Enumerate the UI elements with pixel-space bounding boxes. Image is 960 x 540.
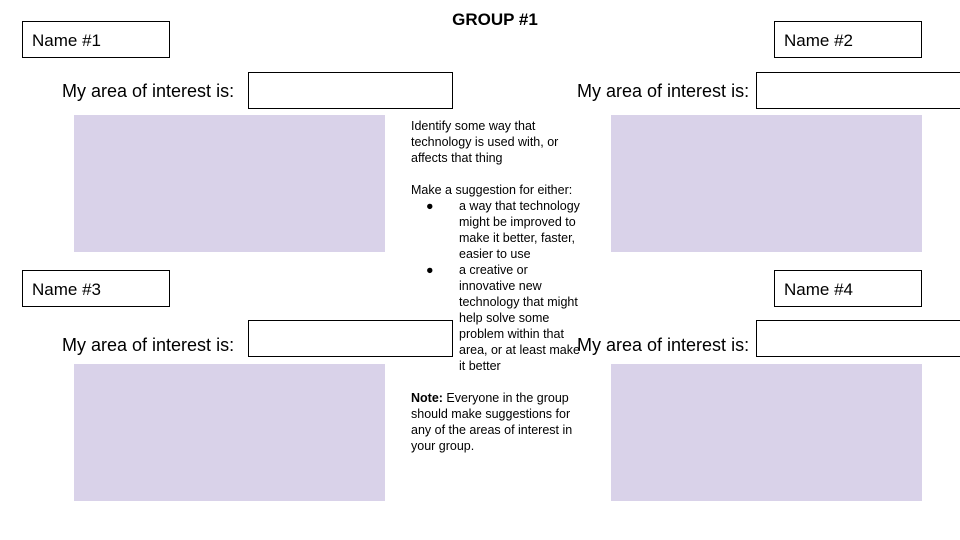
interest-label-3: My area of interest is: (62, 335, 235, 355)
name-field-4[interactable]: Name #4 (774, 270, 922, 307)
suggestion-list: ● a way that technology might be improve… (411, 198, 583, 374)
bullet-icon: ● (426, 263, 434, 277)
interest-input-4[interactable] (756, 320, 960, 357)
note-text: Everyone in the group should make sugges… (411, 391, 573, 453)
instruction-identify: Identify some way that technology is use… (411, 119, 559, 165)
name-field-2[interactable]: Name #2 (774, 21, 922, 58)
instruction-suggest: Make a suggestion for either: (411, 183, 573, 197)
note: Note: Everyone in the group should make … (411, 390, 583, 454)
interest-label-4: My area of interest is: (577, 335, 750, 355)
response-area-1[interactable] (74, 115, 385, 252)
name-field-3[interactable]: Name #3 (22, 270, 170, 307)
interest-input-3[interactable] (248, 320, 453, 357)
response-area-3[interactable] (74, 364, 385, 501)
suggestion-item-text: a way that technology might be improved … (459, 199, 580, 261)
name-field-1[interactable]: Name #1 (22, 21, 170, 58)
page-title: GROUP #1 (452, 10, 538, 29)
note-label: Note: (411, 391, 443, 405)
instructions: Identify some way that technology is use… (411, 118, 583, 454)
response-area-2[interactable] (611, 115, 922, 252)
interest-input-2[interactable] (756, 72, 960, 109)
bullet-icon: ● (426, 199, 434, 213)
suggestion-item-text: a creative or innovative new technology … (459, 263, 580, 373)
interest-input-1[interactable] (248, 72, 453, 109)
interest-label-2: My area of interest is: (577, 81, 750, 101)
response-area-4[interactable] (611, 364, 922, 501)
interest-label-1: My area of interest is: (62, 81, 235, 101)
list-item: ● a way that technology might be improve… (411, 198, 583, 262)
list-item: ● a creative or innovative new technolog… (411, 262, 583, 374)
